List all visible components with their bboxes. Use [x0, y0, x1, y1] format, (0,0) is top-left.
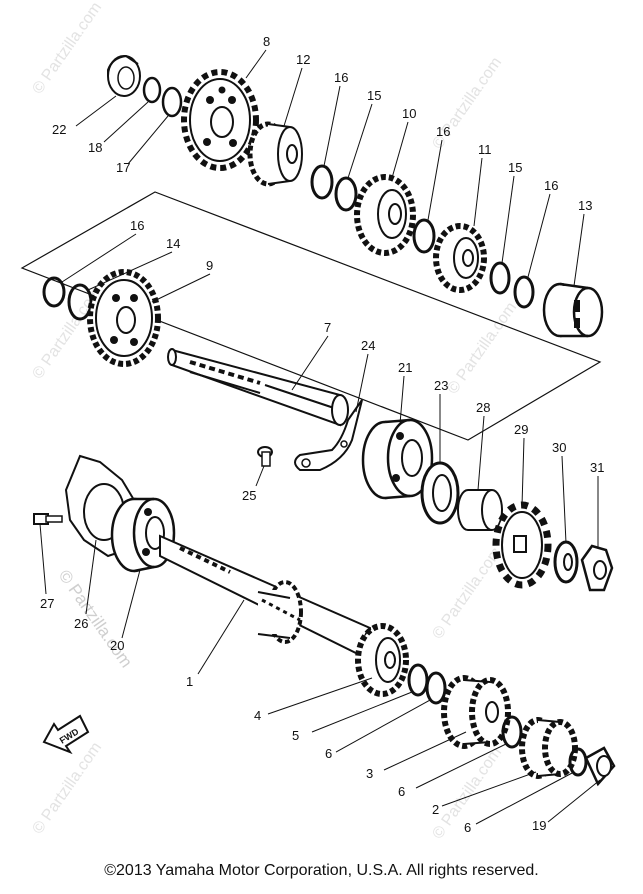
oil-seal-23	[420, 461, 460, 525]
nut-31	[580, 544, 614, 592]
callout-29: 29	[514, 422, 528, 437]
bearing-19	[584, 746, 616, 787]
watermark-text: © Partzilla.com	[29, 0, 105, 97]
callout-15: 15	[367, 88, 381, 103]
callout-17: 17	[116, 160, 130, 175]
washer-14	[67, 283, 93, 321]
forward-arrow-icon: FWD	[42, 714, 90, 755]
bearing-22	[107, 54, 141, 97]
circlip-16	[513, 275, 535, 309]
gear-4	[355, 623, 409, 697]
circlip-6	[501, 715, 523, 749]
sprocket-29	[492, 501, 552, 589]
callout-labels: 22 18 17 8 12 16 15 10 16 11 15 16 13 16…	[40, 34, 604, 835]
callout-24: 24	[361, 338, 375, 353]
shaft-1	[159, 534, 377, 662]
callout-27: 27	[40, 596, 54, 611]
callout-26: 26	[74, 616, 88, 631]
callout-4: 4	[254, 708, 261, 723]
circlip-6	[425, 671, 447, 705]
gear-10	[354, 174, 416, 256]
callout-1: 1	[186, 674, 193, 689]
callout-8: 8	[263, 34, 270, 49]
callout-16: 16	[130, 218, 144, 233]
bolt-27	[33, 513, 63, 525]
bearing-20	[110, 497, 176, 573]
callout-5: 5	[292, 728, 299, 743]
callout-23: 23	[434, 378, 448, 393]
circlip-16	[42, 276, 66, 308]
watermark-text: © Partzilla.com	[29, 739, 105, 837]
washer-15	[334, 176, 358, 212]
callout-2: 2	[432, 802, 439, 817]
gear-2	[519, 717, 578, 779]
gear-9	[87, 269, 161, 367]
watermark-text: © Partzilla.com	[429, 544, 505, 642]
callout-16: 16	[436, 124, 450, 139]
washer-18	[142, 76, 162, 104]
circlip-16	[412, 218, 436, 254]
washer-15	[489, 261, 511, 295]
leader-lines	[39, 49, 601, 825]
callout-31: 31	[590, 460, 604, 475]
bearing-21	[361, 418, 434, 500]
watermark-text: © Partzilla.com	[55, 566, 136, 671]
callout-6: 6	[398, 784, 405, 799]
screw-25	[257, 446, 273, 467]
callout-28: 28	[476, 400, 490, 415]
callout-20: 20	[110, 638, 124, 653]
callout-30: 30	[552, 440, 566, 455]
watermark-text: © Partzilla.com	[444, 299, 520, 397]
gear-3	[441, 675, 511, 749]
circlip-16	[310, 164, 334, 200]
callout-16: 16	[544, 178, 558, 193]
callout-13: 13	[578, 198, 592, 213]
callout-21: 21	[398, 360, 412, 375]
copyright-notice: ©2013 Yamaha Motor Corporation, U.S.A. A…	[104, 862, 539, 879]
gear-11	[433, 223, 487, 293]
callout-3: 3	[366, 766, 373, 781]
transmission-exploded-diagram: © Partzilla.com © Partzilla.com © Partzi…	[20, 0, 616, 842]
callout-6: 6	[464, 820, 471, 835]
shaft-7	[167, 348, 349, 427]
callout-11: 11	[478, 142, 492, 157]
callout-10: 10	[402, 106, 416, 121]
callout-22: 22	[52, 122, 66, 137]
callout-19: 19	[532, 818, 546, 833]
subassembly-outline	[20, 191, 602, 441]
callout-15: 15	[508, 160, 522, 175]
callout-14: 14	[166, 236, 180, 251]
washer-5	[407, 663, 429, 697]
callout-25: 25	[242, 488, 256, 503]
callout-9: 9	[206, 258, 213, 273]
collar-28	[457, 489, 503, 531]
circlip-6	[568, 747, 588, 777]
callout-7: 7	[324, 320, 331, 335]
callout-12: 12	[296, 52, 310, 67]
collar-13	[542, 282, 604, 338]
gear-8	[181, 69, 259, 171]
gear-12	[247, 121, 303, 187]
callout-16: 16	[334, 70, 348, 85]
callout-18: 18	[88, 140, 102, 155]
washer-17	[161, 86, 183, 118]
lock-washer-30	[553, 540, 579, 584]
callout-6: 6	[325, 746, 332, 761]
